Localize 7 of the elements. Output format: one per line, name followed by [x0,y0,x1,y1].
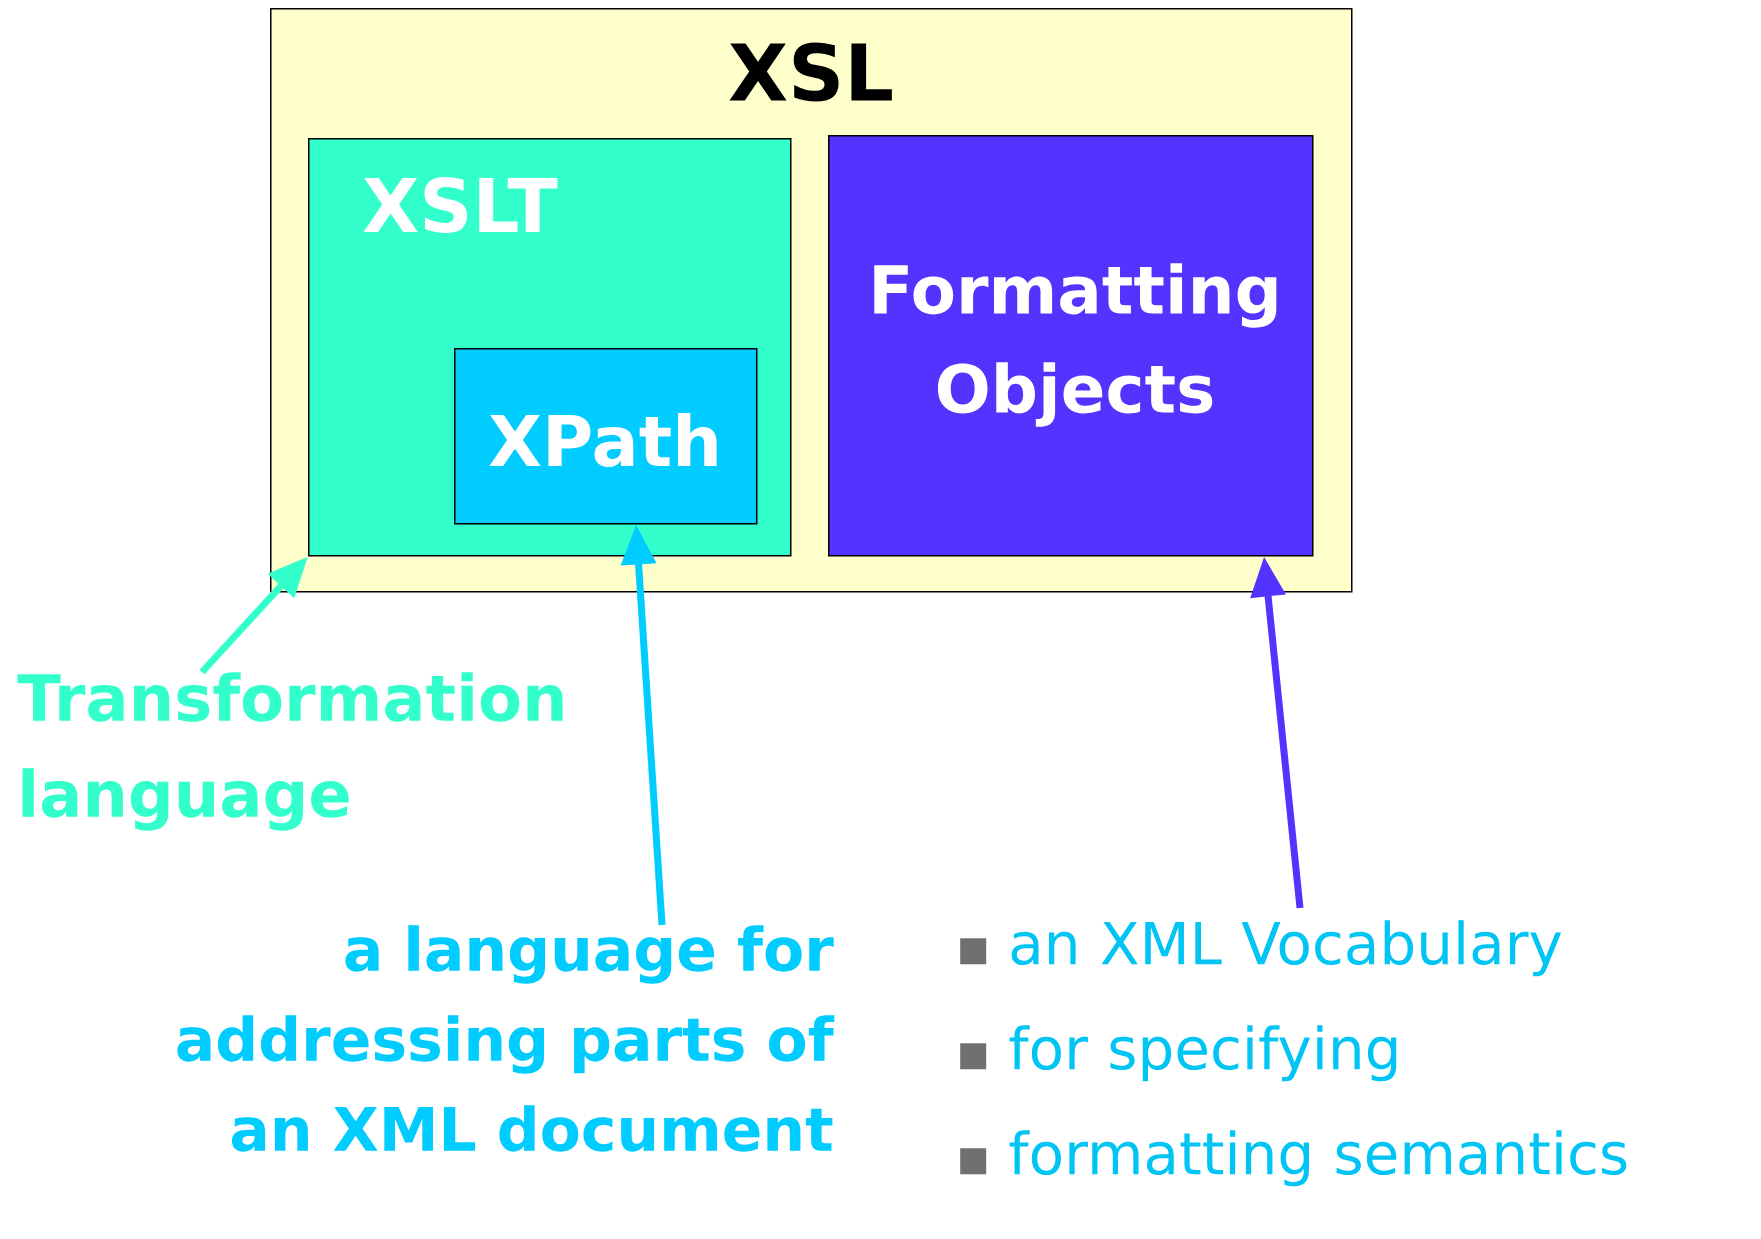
caption-text: Transformation language [17,672,563,831]
caption-text: a language for addressing parts of an XML document [177,925,835,1152]
inner-box: XPath [454,348,758,525]
inner-box: Formatting Objects [828,135,1314,557]
list-item: formatting semantics [1009,1130,1627,1187]
list-item: an XML Vocabulary [1011,920,1562,977]
list-item: for specifying [1009,1025,1397,1082]
